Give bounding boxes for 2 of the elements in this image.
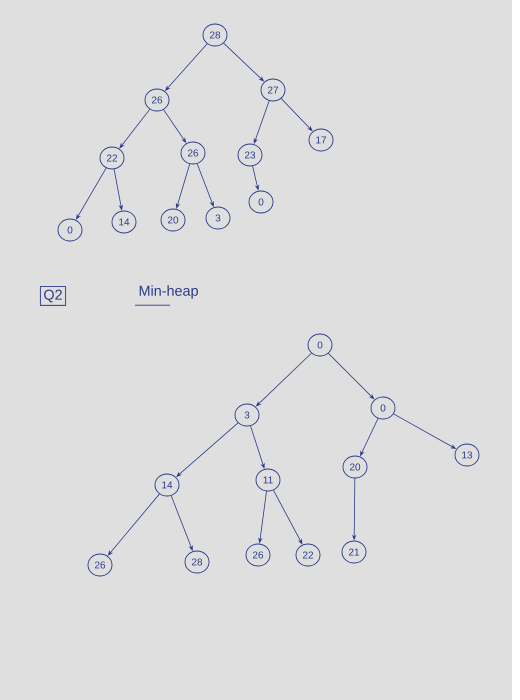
question-box: Q2 — [40, 286, 66, 306]
heading: Min-heap — [134, 285, 198, 306]
